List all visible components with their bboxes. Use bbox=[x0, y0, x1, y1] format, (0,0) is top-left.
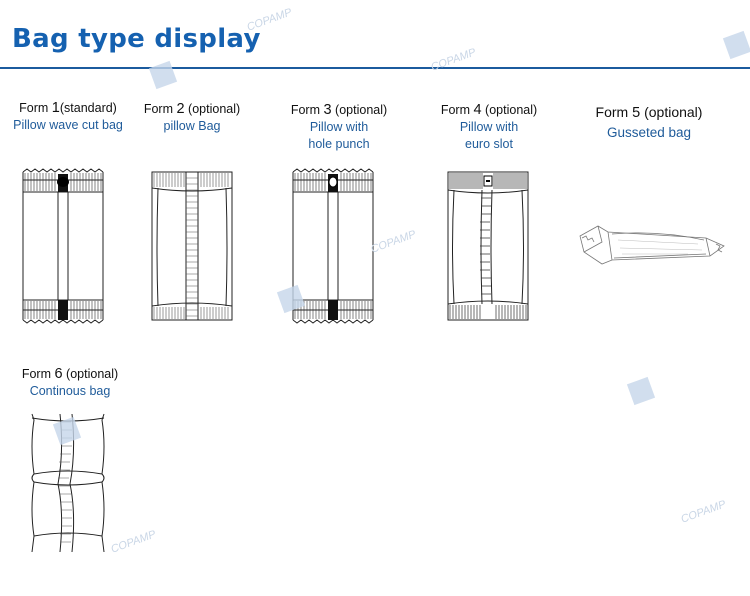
watermark-text: COPAMP bbox=[109, 528, 158, 556]
watermark-text: COPAMP bbox=[679, 498, 728, 526]
form-2-bag-illustration bbox=[151, 171, 233, 321]
watermark-text: COPAMP bbox=[429, 46, 478, 74]
form-4-bag-illustration bbox=[447, 171, 529, 321]
watermark-logo bbox=[626, 376, 656, 406]
title-divider bbox=[0, 67, 750, 69]
form-3-bag-illustration bbox=[292, 168, 374, 324]
form-1-bag-illustration bbox=[22, 168, 104, 324]
form-2-label: Form 2 (optional) pillow Bag bbox=[143, 101, 241, 133]
watermark-logo bbox=[722, 30, 750, 60]
form-5-bag-illustration bbox=[579, 225, 725, 265]
form-3-label: Form 3 (optional) Pillow with hole punch bbox=[290, 102, 388, 151]
watermark-text: COPAMP bbox=[369, 228, 418, 256]
page-title: Bag type display bbox=[12, 24, 261, 54]
watermark-logo bbox=[148, 60, 178, 90]
form-1-label: Form 1(standard) Pillow wave cut bag bbox=[13, 100, 123, 132]
form-4-label: Form 4 (optional) Pillow with euro slot bbox=[440, 102, 538, 151]
form-6-label: Form 6 (optional) Continous bag bbox=[21, 366, 119, 398]
form-5-label: Form 5 (optional) Gusseted bag bbox=[595, 104, 703, 140]
